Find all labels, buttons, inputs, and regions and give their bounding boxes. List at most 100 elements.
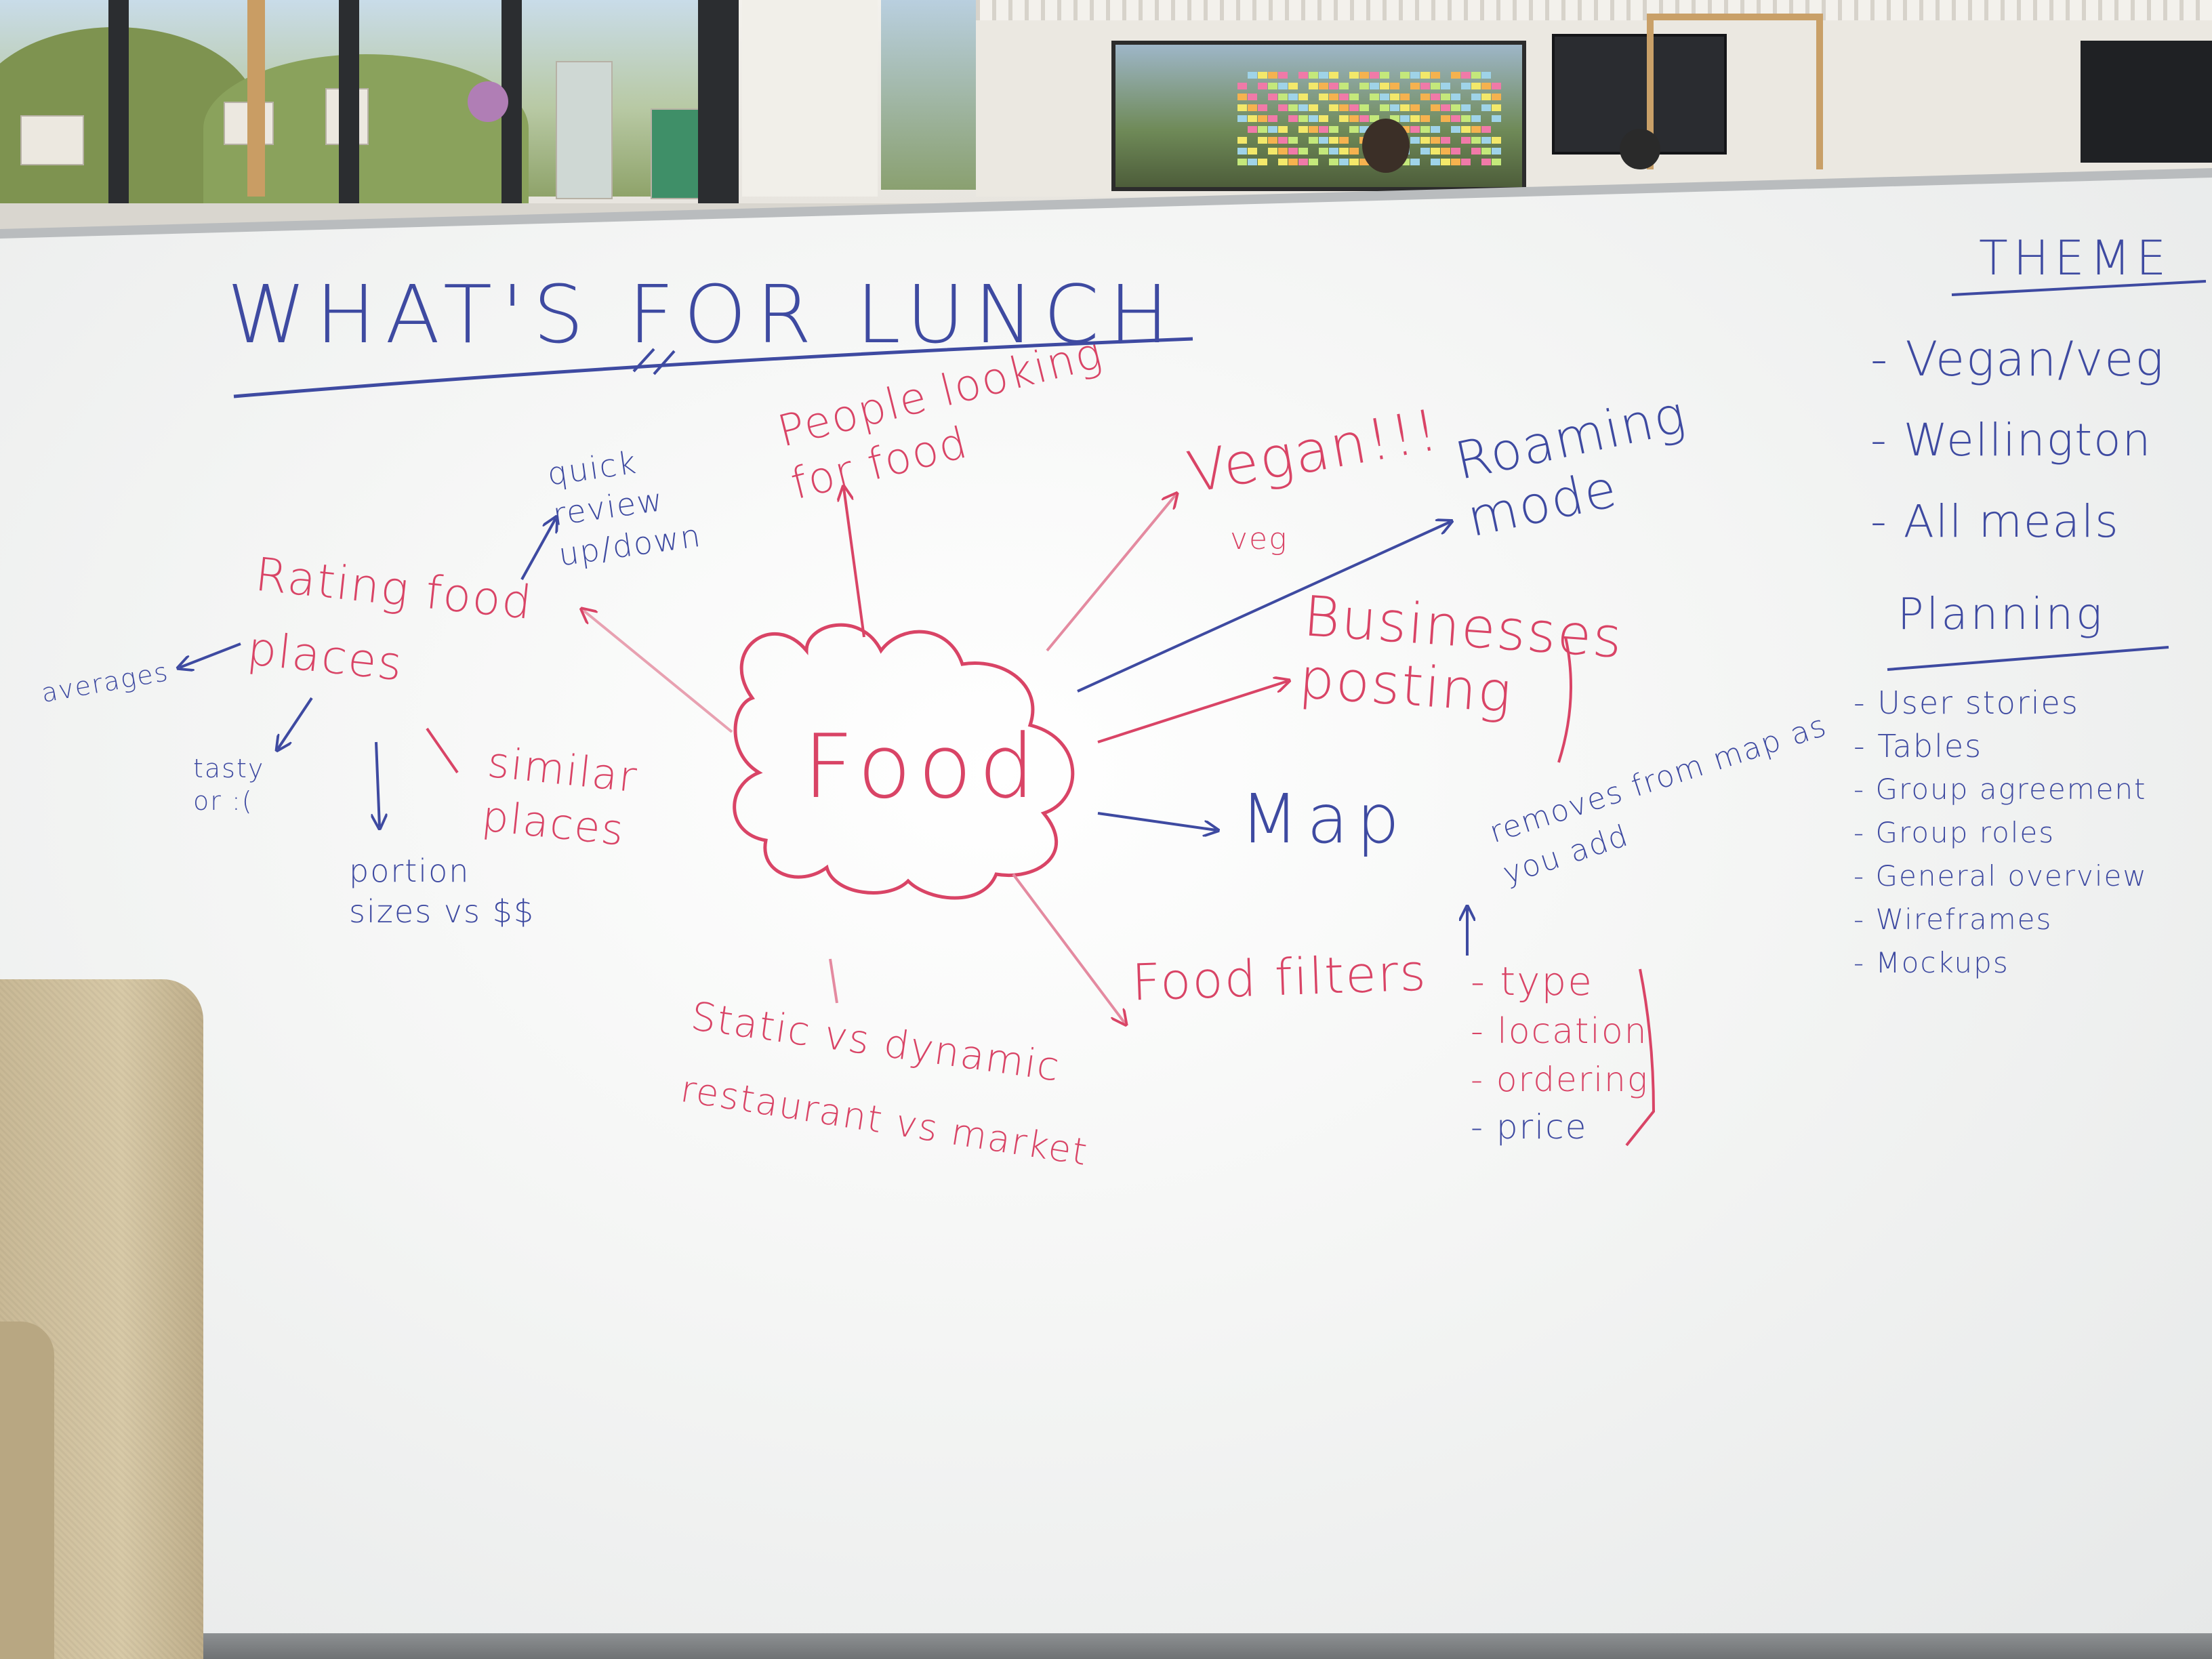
wooden-easel — [1647, 14, 1823, 169]
sticky-note — [1237, 83, 1247, 89]
house — [20, 115, 84, 165]
sticky-note — [1319, 83, 1328, 89]
sticky-note — [1471, 148, 1481, 155]
sticky-note — [1481, 159, 1491, 165]
sticky-note — [1349, 94, 1359, 100]
sticky-note — [1370, 83, 1379, 89]
sticky-note — [1349, 115, 1359, 122]
sticky-note — [1431, 126, 1440, 133]
sticky-note — [1339, 159, 1349, 165]
office-window — [881, 0, 976, 190]
sticky-note — [1258, 72, 1267, 79]
ceiling — [976, 0, 2212, 20]
sticky-note — [1410, 72, 1420, 79]
sticky-note — [1410, 159, 1420, 165]
sticky-note — [1288, 104, 1298, 111]
sticky-note — [1329, 83, 1338, 89]
couch-arm — [0, 1322, 54, 1659]
planning-item: - User stories — [1853, 684, 2079, 721]
sticky-note — [1370, 72, 1379, 79]
sticky-note — [1248, 94, 1257, 100]
sticky-note — [1248, 126, 1257, 133]
sticky-note — [1309, 159, 1318, 165]
sticky-note — [1410, 83, 1420, 89]
sticky-note — [1309, 115, 1318, 122]
sticky-note — [1237, 148, 1247, 155]
sticky-note — [1298, 159, 1308, 165]
sticky-note — [1339, 104, 1349, 111]
sticky-note — [1370, 94, 1379, 100]
sticky-note — [1492, 159, 1501, 165]
sticky-note — [1431, 159, 1440, 165]
sticky-note — [1319, 72, 1328, 79]
sticky-note — [1441, 83, 1450, 89]
sticky-note — [1380, 94, 1389, 100]
marker-tray — [190, 1633, 2212, 1659]
sticky-note — [1288, 94, 1298, 100]
sticky-note — [1237, 104, 1247, 111]
sticky-note — [1390, 115, 1399, 122]
sticky-note — [1268, 126, 1277, 133]
sticky-note — [1309, 126, 1318, 133]
rating-food-places-label: Rating food places — [245, 548, 535, 692]
sticky-note — [1420, 137, 1430, 144]
planning-item: - Tables — [1853, 728, 1983, 764]
food-filters-label: Food filters — [1130, 943, 1429, 1012]
building — [556, 61, 613, 199]
sticky-note — [1248, 115, 1257, 122]
sticky-note — [1441, 159, 1450, 165]
planning-heading: Planning — [1898, 590, 2105, 640]
sticky-note — [1492, 137, 1501, 144]
sticky-note — [1248, 148, 1257, 155]
sticky-note — [1339, 148, 1349, 155]
sticky-note — [1237, 159, 1247, 165]
similar-places-label: similar places — [479, 737, 640, 855]
sticky-note — [1258, 83, 1267, 89]
veg-label: veg — [1230, 522, 1288, 556]
sticky-note — [1309, 104, 1318, 111]
wall-pillar — [742, 0, 878, 197]
sticky-note — [1451, 126, 1460, 133]
sticky-note — [1319, 148, 1328, 155]
sticky-note — [1431, 83, 1440, 89]
sticky-note — [1329, 159, 1338, 165]
sticky-note — [1451, 148, 1460, 155]
person-head — [1362, 119, 1410, 173]
sticky-note — [1390, 94, 1399, 100]
sticky-note — [1461, 115, 1471, 122]
sticky-note — [1471, 126, 1481, 133]
sticky-note — [1481, 104, 1491, 111]
sticky-note — [1268, 94, 1277, 100]
sticky-note — [1451, 72, 1460, 79]
sticky-note — [1329, 94, 1338, 100]
sticky-note — [1339, 83, 1349, 89]
sticky-note — [1329, 104, 1338, 111]
sticky-note — [1461, 104, 1471, 111]
sticky-note — [1431, 94, 1440, 100]
building — [651, 108, 701, 199]
sticky-note — [1349, 126, 1359, 133]
map-label: Map — [1240, 779, 1408, 859]
sticky-note — [1278, 126, 1288, 133]
glass-wall-with-sticky-notes — [1111, 41, 1526, 191]
sticky-note — [1339, 137, 1349, 144]
sticky-note — [1410, 104, 1420, 111]
sticky-note — [1471, 72, 1481, 79]
sticky-note — [1492, 148, 1501, 155]
sticky-note — [1461, 126, 1471, 133]
sticky-note — [1420, 83, 1430, 89]
sticky-note — [1481, 137, 1491, 144]
sticky-note — [1288, 83, 1298, 89]
sticky-note — [1380, 104, 1389, 111]
planning-item: - Group agreement — [1853, 773, 2147, 806]
tasty-label: tasty or :( — [193, 754, 265, 816]
sticky-note — [1420, 72, 1430, 79]
sticky-note — [1451, 115, 1460, 122]
sticky-note — [1481, 148, 1491, 155]
sticky-note — [1329, 148, 1338, 155]
window-mullion — [698, 0, 739, 203]
sticky-note — [1471, 94, 1481, 100]
window-mullion — [108, 0, 129, 203]
sticky-note — [1339, 115, 1349, 122]
